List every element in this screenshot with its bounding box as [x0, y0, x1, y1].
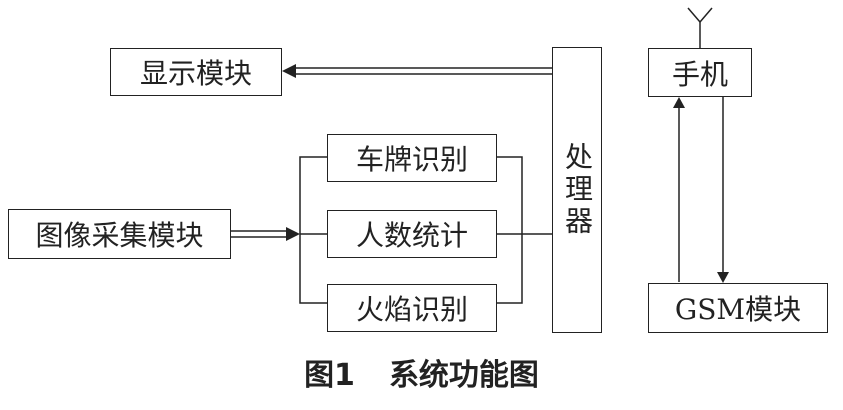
display-module-box: 显示模块 — [110, 48, 282, 96]
phone-label: 手机 — [671, 57, 728, 91]
gsm-module-label: GSM模块 — [674, 293, 802, 326]
figure-caption: 图1 系统功能图 — [0, 350, 843, 394]
figure-title: 系统功能图 — [388, 358, 539, 393]
antenna-right — [699, 7, 713, 23]
phone-arrowhead — [673, 97, 685, 108]
flame-recognition-label: 火焰识别 — [355, 293, 468, 326]
gsm-module-box: GSM模块 — [648, 283, 828, 333]
left-bracket — [299, 156, 327, 304]
processor-label: 处理器 — [561, 142, 594, 238]
image-capture-label: 图像采集模块 — [35, 219, 204, 252]
display-module-label: 显示模块 — [139, 57, 252, 90]
flame-recognition-box: 火焰识别 — [327, 284, 497, 332]
processor-box: 处理器 — [552, 47, 602, 333]
gsm-arrowhead — [717, 272, 729, 283]
phone-box: 手机 — [648, 48, 752, 97]
plate-recognition-label: 车牌识别 — [355, 143, 468, 176]
right-bracket — [497, 156, 523, 304]
people-count-box: 人数统计 — [327, 210, 497, 258]
antenna-left — [687, 7, 701, 23]
image-capture-box: 图像采集模块 — [8, 209, 231, 259]
people-count-label: 人数统计 — [355, 219, 468, 252]
plate-recognition-box: 车牌识别 — [327, 134, 497, 182]
figure-number: 图1 — [304, 358, 355, 393]
display-arrowhead — [282, 64, 296, 78]
bracket-arrowhead — [286, 227, 300, 241]
